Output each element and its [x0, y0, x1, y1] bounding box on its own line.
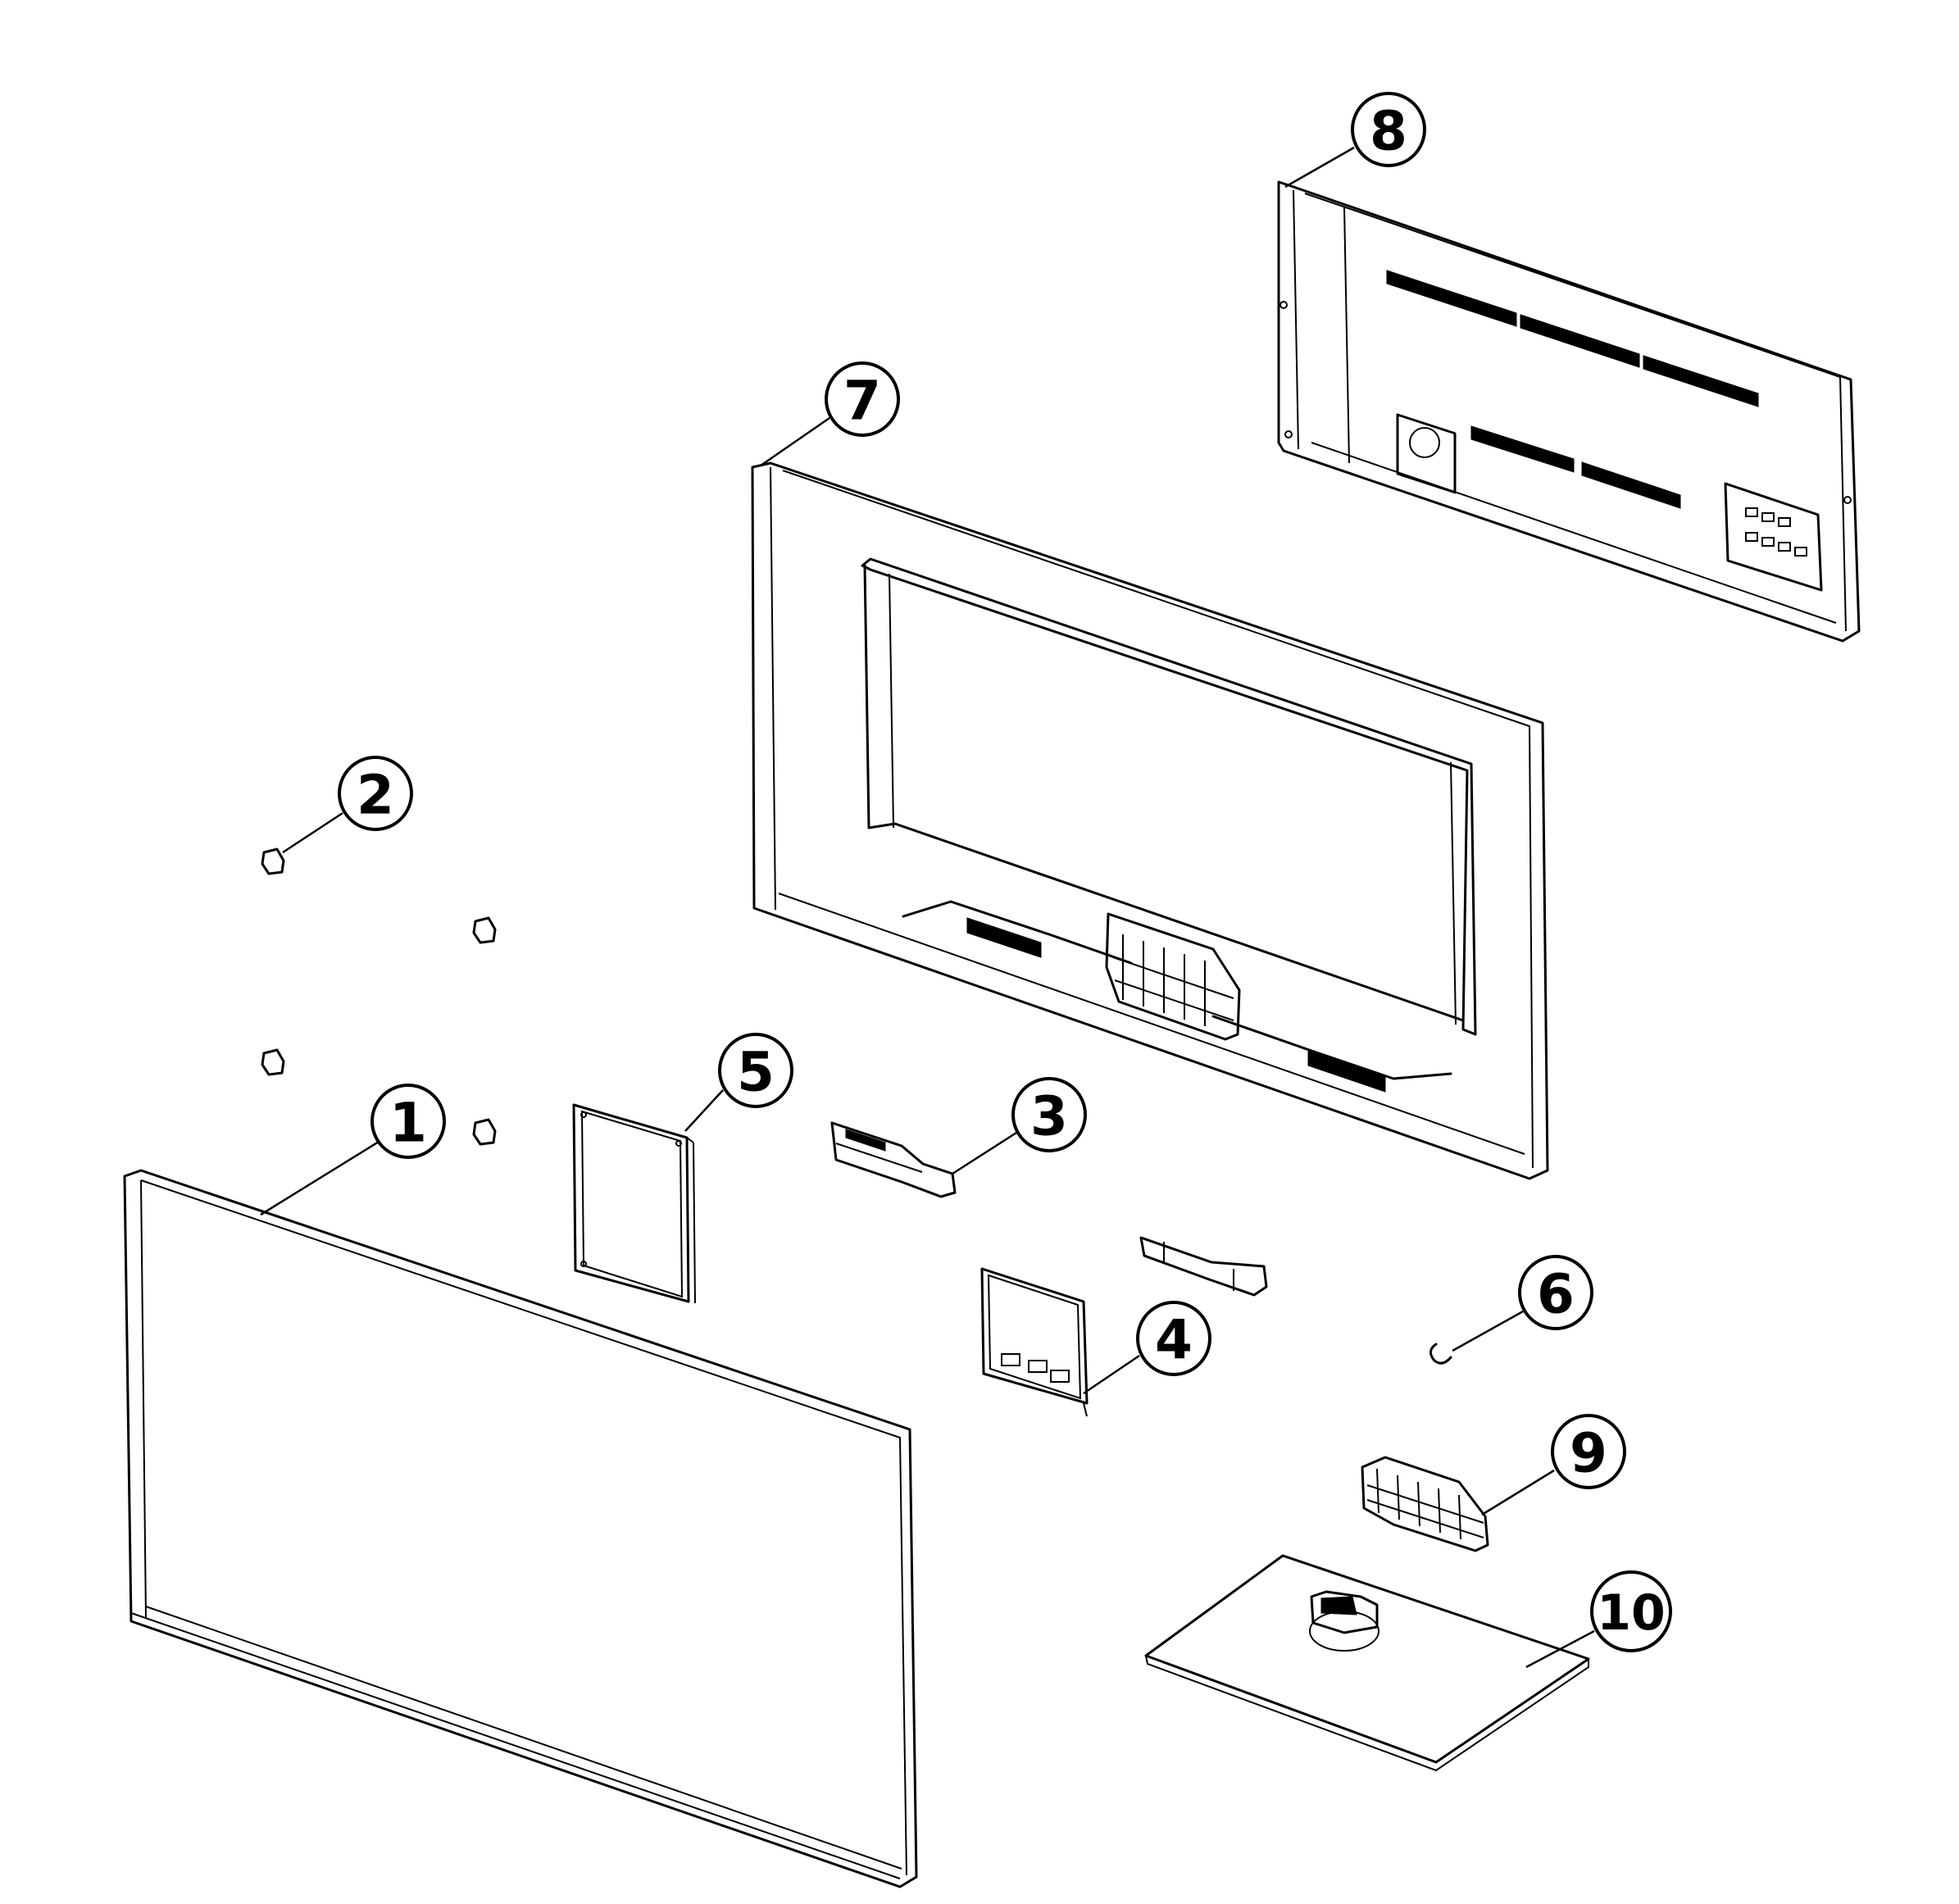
callout-4: 4: [1136, 1301, 1211, 1376]
callout-3-label: 3: [1030, 1085, 1068, 1148]
speaker-right-part: [1139, 1236, 1268, 1297]
stand-base-10-part: [1144, 1554, 1590, 1772]
pcb-board-5-part: [572, 1103, 696, 1304]
callout-6: 6: [1518, 1255, 1593, 1330]
clip-6-part: [1429, 1343, 1452, 1365]
callout-4-label: 4: [1155, 1309, 1193, 1372]
callout-10-label: 10: [1597, 1584, 1666, 1642]
leader-9: [1481, 1469, 1555, 1516]
leader-3: [952, 1131, 1017, 1175]
callout-8: 8: [1351, 92, 1426, 167]
leader-7: [760, 416, 830, 467]
callout-5-label: 5: [737, 1041, 775, 1104]
leader-10: [1525, 1629, 1595, 1669]
leader-2: [282, 811, 343, 854]
rear-cover-part: [1277, 180, 1861, 643]
callout-1-label: 1: [389, 1092, 427, 1155]
callout-9: 9: [1551, 1414, 1626, 1489]
callout-10: 10: [1590, 1570, 1672, 1652]
callout-3: 3: [1011, 1077, 1087, 1152]
speaker-3-part: [830, 1121, 957, 1198]
callout-9-label: 9: [1570, 1422, 1607, 1485]
leader-4: [1083, 1354, 1140, 1395]
leader-lines: [260, 146, 1595, 1669]
middle-frame-part: [751, 461, 1549, 1180]
stand-cover-9-part: [1361, 1456, 1489, 1552]
callout-2: 2: [338, 756, 413, 831]
front-bezel-1-part: [123, 1169, 918, 1888]
leader-5: [684, 1089, 724, 1132]
leader-8: [1284, 146, 1355, 189]
callout-8-label: 8: [1370, 100, 1407, 163]
main-board-4-part: [980, 1267, 1089, 1417]
leader-1: [260, 1140, 380, 1216]
callout-2-label: 2: [357, 764, 394, 827]
callout-6-label: 6: [1537, 1263, 1575, 1326]
clip-brackets-part: [261, 847, 497, 1146]
callout-7: 7: [825, 361, 900, 437]
leader-6: [1452, 1310, 1524, 1352]
callout-1: 1: [370, 1084, 446, 1159]
callout-7-label: 7: [843, 370, 881, 433]
callout-5: 5: [718, 1033, 793, 1108]
